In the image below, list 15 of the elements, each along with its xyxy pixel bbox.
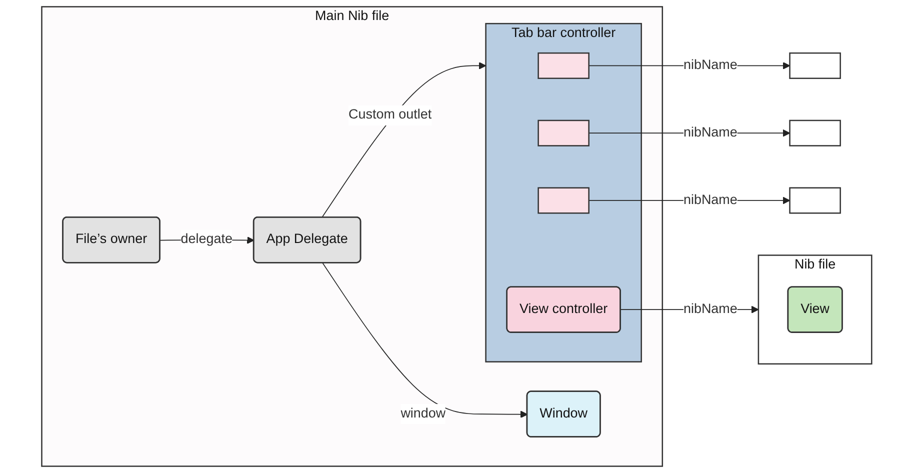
arrow	[322, 62, 486, 218]
node-box	[537, 120, 590, 146]
node-box	[788, 120, 841, 146]
edge-label: nibName	[683, 302, 738, 316]
edge-label: nibName	[683, 192, 738, 208]
edge-label: delegate	[180, 232, 232, 247]
edge-label: window	[400, 406, 446, 421]
arrow	[322, 262, 528, 418]
node-box	[537, 187, 590, 214]
edge-label: nibName	[683, 58, 738, 72]
edge-label: nibName	[683, 126, 738, 140]
edge-label: Custom outlet	[348, 108, 432, 122]
node-box	[788, 52, 841, 79]
node-box	[788, 187, 841, 214]
node-box	[537, 52, 590, 79]
